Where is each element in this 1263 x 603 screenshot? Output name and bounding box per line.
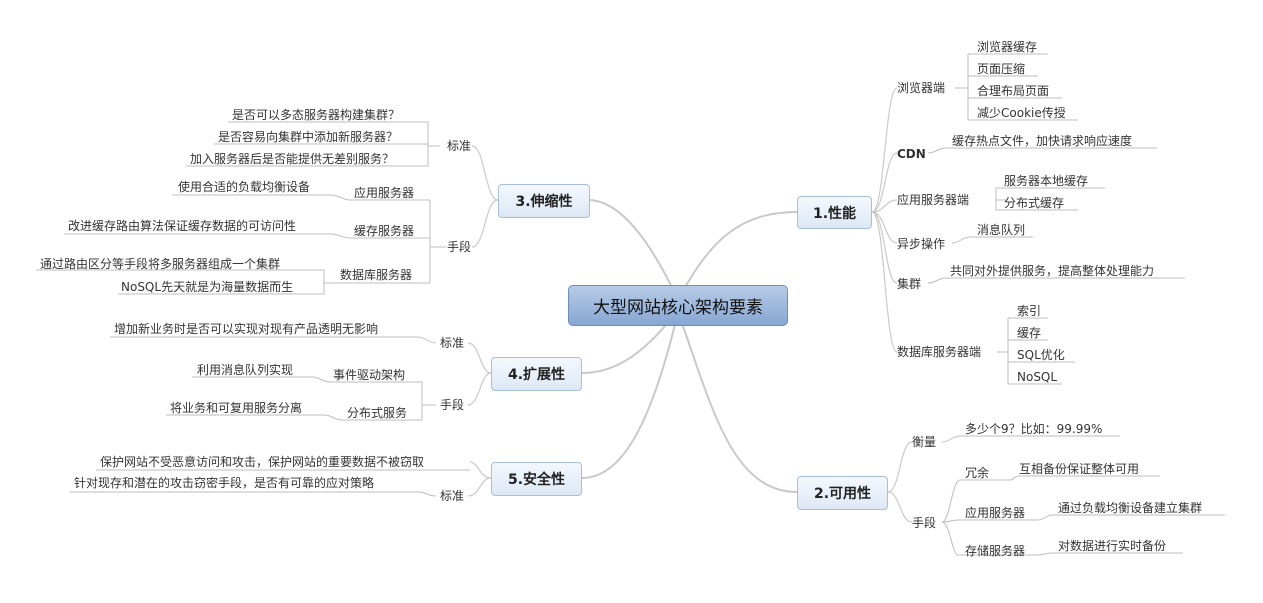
node-avail-means[interactable]: 手段	[912, 516, 937, 530]
node-lb-cluster[interactable]: 通过负载均衡设备建立集群	[1058, 501, 1203, 515]
node-separate-services[interactable]: 将业务和可复用服务分离	[170, 401, 303, 415]
node-ext-standard[interactable]: 标准	[440, 336, 465, 350]
node-async[interactable]: 异步操作	[897, 237, 946, 251]
node-distributed-cache[interactable]: 分布式缓存	[1004, 196, 1065, 210]
branch-scalability[interactable]: 3.伸缩性	[498, 184, 590, 218]
node-cdn-desc[interactable]: 缓存热点文件，加快请求响应速度	[952, 134, 1133, 148]
node-scal-std-1[interactable]: 是否可以多态服务器构建集群？	[232, 108, 401, 122]
node-page-layout[interactable]: 合理布局页面	[977, 84, 1050, 98]
node-mutual-backup[interactable]: 互相备份保证整体可用	[1019, 462, 1140, 476]
node-db-cache[interactable]: 缓存	[1017, 326, 1042, 340]
node-scal-std-2[interactable]: 是否容易向集群中添加新服务器？	[218, 130, 399, 144]
branch-extensibility[interactable]: 4.扩展性	[491, 357, 582, 391]
node-scal-db-routing[interactable]: 通过路由区分等手段将多服务器组成一个集群	[40, 257, 281, 271]
node-scal-std-3[interactable]: 加入服务器后是否能提供无差别服务？	[190, 152, 395, 166]
node-index[interactable]: 索引	[1017, 304, 1042, 318]
node-security-desc[interactable]: 保护网站不受恶意访问和攻击，保护网站的重要数据不被窃取	[100, 455, 425, 469]
node-message-queue[interactable]: 消息队列	[977, 223, 1026, 237]
node-scal-standard[interactable]: 标准	[447, 139, 472, 153]
node-event-driven[interactable]: 事件驱动架构	[333, 368, 406, 382]
node-db-server-side[interactable]: 数据库服务器端	[897, 345, 982, 359]
node-measure[interactable]: 衡量	[912, 435, 937, 449]
node-scal-cache-server[interactable]: 缓存服务器	[354, 224, 415, 238]
branch-performance[interactable]: 1.性能	[797, 196, 872, 229]
node-scal-cache-routing[interactable]: 改进缓存路由算法保证缓存数据的可访问性	[68, 219, 297, 233]
branch-security[interactable]: 5.安全性	[491, 462, 582, 496]
central-topic[interactable]: 大型网站核心架构要素	[568, 285, 788, 326]
branch-performance-label: 1.性能	[812, 205, 857, 222]
node-cdn[interactable]: CDN	[897, 147, 926, 161]
node-scal-nosql[interactable]: NoSQL先天就是为海量数据而生	[121, 280, 294, 294]
node-sec-strategy[interactable]: 针对现存和潜在的攻击窃密手段，是否有可靠的应对策略	[74, 476, 375, 490]
branch-scalability-label: 3.伸缩性	[515, 194, 573, 210]
node-scal-lb-device[interactable]: 使用合适的负载均衡设备	[178, 180, 311, 194]
node-reduce-cookie[interactable]: 减少Cookie传授	[977, 106, 1066, 120]
node-avail-app-server[interactable]: 应用服务器	[965, 506, 1026, 520]
node-scal-app-server[interactable]: 应用服务器	[354, 186, 415, 200]
node-nosql[interactable]: NoSQL	[1017, 370, 1058, 384]
node-sql-optimize[interactable]: SQL优化	[1017, 348, 1065, 362]
branch-availability[interactable]: 2.可用性	[797, 476, 888, 510]
node-storage-server[interactable]: 存储服务器	[965, 544, 1026, 558]
branch-availability-label: 2.可用性	[813, 486, 872, 502]
node-app-server-side[interactable]: 应用服务器端	[897, 193, 970, 207]
branch-extensibility-label: 4.扩展性	[507, 367, 566, 383]
node-distributed-service[interactable]: 分布式服务	[347, 406, 408, 420]
node-nines[interactable]: 多少个9？比如：99.99%	[965, 422, 1103, 436]
node-cluster-desc[interactable]: 共同对外提供服务，提高整体处理能力	[950, 264, 1155, 278]
node-scal-db-server[interactable]: 数据库服务器	[340, 268, 413, 282]
node-page-compress[interactable]: 页面压缩	[977, 62, 1026, 76]
node-cluster[interactable]: 集群	[897, 277, 922, 291]
node-browser-cache[interactable]: 浏览器缓存	[977, 40, 1038, 54]
node-scal-means[interactable]: 手段	[447, 240, 472, 254]
node-use-mq[interactable]: 利用消息队列实现	[197, 363, 294, 377]
node-ext-transparent[interactable]: 增加新业务时是否可以实现对现有产品透明无影响	[114, 322, 379, 336]
node-sec-standard[interactable]: 标准	[440, 489, 465, 503]
node-local-cache[interactable]: 服务器本地缓存	[1004, 174, 1089, 188]
node-browser[interactable]: 浏览器端	[897, 81, 946, 95]
node-redundancy[interactable]: 冗余	[965, 466, 990, 480]
node-realtime-backup[interactable]: 对数据进行实时备份	[1058, 539, 1167, 553]
branch-security-label: 5.安全性	[507, 472, 566, 488]
node-ext-means[interactable]: 手段	[440, 398, 465, 412]
